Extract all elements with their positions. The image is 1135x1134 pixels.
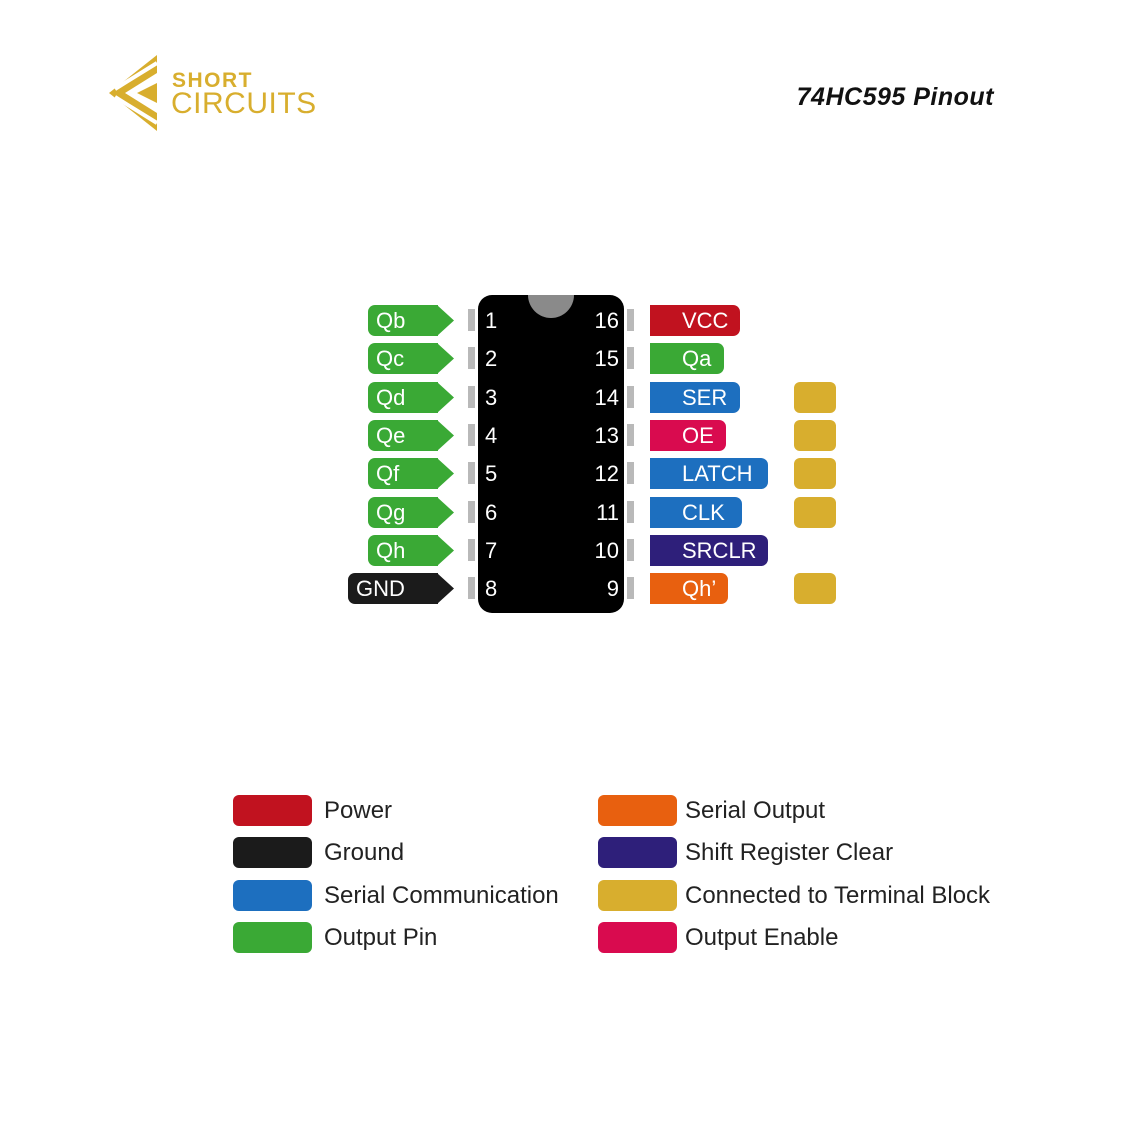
- pin-number: 14: [594, 384, 619, 410]
- pin-label-qb: Qb: [368, 305, 438, 336]
- pin-label-qg: Qg: [368, 496, 438, 528]
- pin-label-qe: Qe: [368, 419, 438, 451]
- pin-leg: [468, 577, 475, 600]
- pin-leg: [468, 347, 475, 370]
- pin-number: 16: [594, 308, 619, 333]
- pin-arrow-left-icon: [650, 534, 668, 566]
- legend-label-serial_output: Serial Output: [685, 797, 826, 824]
- terminal-block-indicator: [794, 573, 836, 605]
- pin-leg: [468, 385, 475, 408]
- pin-label-gnd: GND: [348, 573, 438, 605]
- pin-number: 13: [594, 422, 619, 448]
- logo-text-circuits: CIRCUITS: [171, 87, 317, 120]
- pin-number: 5: [485, 461, 498, 487]
- pin-arrow-right-icon: [437, 381, 454, 413]
- legend-swatch-enable: [598, 921, 677, 953]
- pin-number: 12: [594, 461, 619, 487]
- pin-arrow-left-icon: [650, 305, 668, 336]
- pin-leg: [627, 347, 634, 370]
- pin-number: 3: [485, 384, 498, 410]
- pin-label-qc: Qc: [368, 343, 438, 375]
- legend-label-ground: Ground: [324, 839, 405, 867]
- pin-number: 11: [596, 499, 619, 525]
- pin-leg: [468, 538, 475, 561]
- pin-label-qf: Qf: [368, 458, 438, 490]
- pin-number: 1: [485, 308, 498, 333]
- pin-number: 4: [485, 422, 498, 448]
- pin-number: 8: [485, 576, 498, 602]
- pin-arrow-right-icon: [437, 419, 454, 451]
- pin-number: 10: [594, 537, 619, 563]
- legend-label-power: Power: [324, 797, 393, 824]
- legend-swatch-clear: [598, 837, 677, 869]
- pin-leg: [627, 385, 634, 408]
- pin-number: 6: [485, 499, 498, 525]
- pin-number: 2: [485, 346, 498, 372]
- pin-number: 9: [606, 576, 619, 602]
- terminal-block-indicator: [794, 419, 836, 451]
- legend-swatch-ground: [233, 837, 312, 869]
- pin-arrow-right-icon: [437, 458, 454, 490]
- legend-label-enable: Output Enable: [685, 923, 839, 951]
- pin-arrow-left-icon: [650, 419, 668, 451]
- pin-arrow-left-icon: [650, 343, 668, 375]
- pin-arrow-left-icon: [650, 381, 668, 413]
- pin-arrow-right-icon: [437, 305, 454, 336]
- page-title: 74HC595 Pinout: [796, 83, 994, 111]
- pin-leg: [627, 577, 634, 600]
- terminal-block-indicator: [794, 458, 836, 490]
- legend-label-serial: Serial Communication: [324, 881, 559, 909]
- legend-swatch-power: [233, 795, 312, 826]
- short-circuits-logo-icon: [109, 55, 159, 131]
- pin-number: 15: [594, 346, 619, 372]
- ic-chip-body: [478, 295, 624, 613]
- legend-label-output: Output Pin: [324, 923, 438, 951]
- legend-swatch-terminal: [598, 879, 677, 911]
- legend-swatch-output: [233, 921, 312, 953]
- pin-arrow-left-icon: [650, 458, 668, 490]
- pin-arrow-left-icon: [650, 573, 668, 605]
- ic-chip-notch: [528, 295, 574, 318]
- pin-leg: [468, 462, 475, 485]
- logo-text-short: SHORT: [172, 69, 253, 92]
- pin-leg: [627, 423, 634, 446]
- legend-label-terminal: Connected to Terminal Block: [685, 881, 991, 909]
- pin-leg: [627, 538, 634, 561]
- legend-label-clear: Shift Register Clear: [685, 839, 894, 867]
- pin-arrow-left-icon: [650, 496, 668, 528]
- pin-label-qh: Qh: [368, 534, 438, 566]
- pin-label-srclr: SRCLR: [650, 534, 768, 566]
- pin-arrow-right-icon: [437, 343, 454, 375]
- pin-label-qd: Qd: [368, 381, 438, 413]
- pin-leg: [468, 309, 475, 331]
- legend-swatch-serial: [233, 879, 312, 911]
- pin-leg: [627, 500, 634, 523]
- pin-arrow-right-icon: [437, 573, 454, 605]
- pin-arrow-right-icon: [437, 496, 454, 528]
- terminal-block-indicator: [794, 381, 836, 413]
- pin-leg: [468, 423, 475, 446]
- pin-label-latch: LATCH: [650, 458, 768, 490]
- pin-leg: [468, 500, 475, 523]
- legend-swatch-serial_output: [598, 795, 677, 826]
- pin-arrow-right-icon: [437, 534, 454, 566]
- terminal-block-indicator: [794, 496, 836, 528]
- pin-leg: [627, 309, 634, 331]
- pin-leg: [627, 462, 634, 485]
- pin-number: 7: [485, 537, 498, 563]
